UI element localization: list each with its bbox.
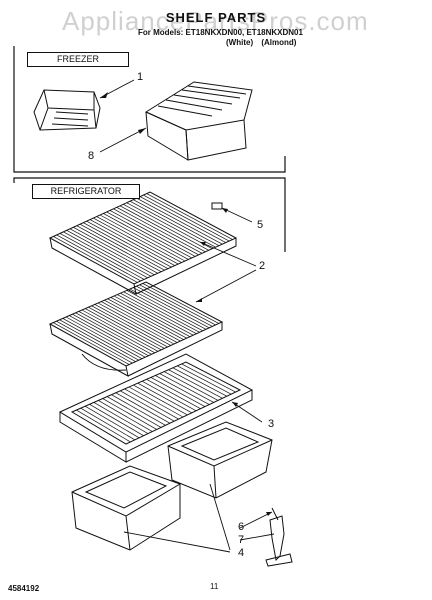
crisper-cover xyxy=(58,353,254,463)
callout-5: 5 xyxy=(257,219,264,231)
refrigerator-frame xyxy=(13,177,286,252)
humidity-control xyxy=(265,507,293,567)
wire-shelf-upper-grid xyxy=(53,193,233,283)
crisper-cover-slats xyxy=(76,363,236,443)
callout-2: 2 xyxy=(259,260,266,272)
callout-3: 3 xyxy=(268,418,275,430)
callout-4: 4 xyxy=(238,547,245,559)
refrigerator-section-label: REFRIGERATOR xyxy=(32,184,140,199)
watermark: AppliancePartsPros.com xyxy=(62,6,369,36)
freezer-shelf xyxy=(144,81,253,161)
callout-6: 6 xyxy=(238,521,245,533)
wire-shelf-lower-grid xyxy=(53,283,219,365)
crisper-drawer-left xyxy=(71,465,181,551)
model-subtitle: For Models: ET18NKXDN00, ET18NKXDN01 xyxy=(138,28,303,37)
callout-8: 8 xyxy=(88,150,95,162)
callout-1: 1 xyxy=(137,71,144,83)
ice-bin xyxy=(33,89,101,131)
document-number: 4584192 xyxy=(8,584,40,593)
shelf-clip xyxy=(211,202,223,210)
leader-lines xyxy=(99,79,275,553)
freezer-section-label: FREEZER xyxy=(27,52,129,67)
page-title: SHELF PARTS xyxy=(165,10,267,25)
arrowheads xyxy=(100,92,272,516)
callout-7: 7 xyxy=(238,534,245,546)
page-number: 11 xyxy=(210,582,219,591)
color-variants: (White) (Almond) xyxy=(226,38,297,47)
crisper-drawer-right xyxy=(167,421,273,499)
freezer-frame xyxy=(13,46,286,173)
